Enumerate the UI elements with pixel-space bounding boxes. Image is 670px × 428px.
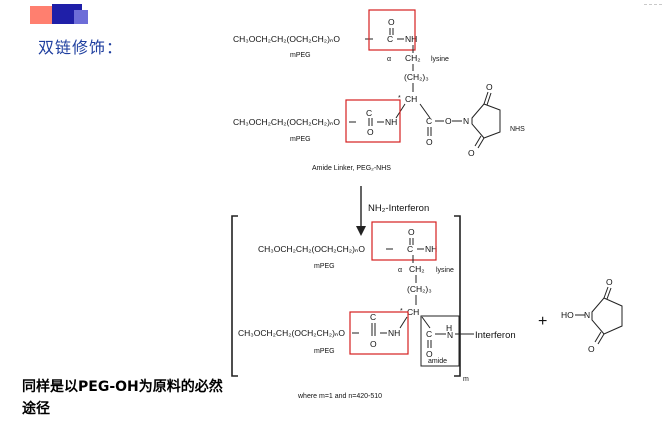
ch-label-2: CH bbox=[407, 307, 419, 317]
product-bracket-left bbox=[231, 215, 238, 377]
decorative-squares bbox=[30, 4, 90, 28]
nhs-n: N bbox=[463, 116, 469, 126]
reagent-caption: Amide Linker, PEG₂-NHS bbox=[312, 165, 391, 172]
red-box-carbamate-3 bbox=[371, 221, 437, 261]
top-right-dash bbox=[644, 4, 662, 7]
reagent-nhs-ester: C O O N O O NHS bbox=[426, 82, 525, 158]
nhs-carbonyl-o-top: O bbox=[486, 82, 493, 92]
nhs-label: NHS bbox=[510, 126, 525, 133]
product-lysine-backbone: α CH₂ lysine (CH₂)₃ * CH bbox=[398, 255, 454, 329]
amide-carbonyl-o: O bbox=[426, 349, 433, 359]
ch2-label-2: CH₂ bbox=[409, 264, 425, 274]
carbamate-c-top: C bbox=[387, 34, 393, 44]
byproduct-nhs: HO N O O bbox=[561, 277, 623, 354]
mpeg-label-4: mPEG bbox=[314, 348, 335, 355]
amide-label: amide bbox=[428, 358, 447, 365]
nh-3: NH bbox=[425, 244, 437, 254]
chain-formula-2: CH₃OCH₂CH₂(OCH₂CH₂)ₙO bbox=[233, 117, 340, 127]
reagent-lysine-backbone: α CH₂ lysine (CH₂)₃ * CH bbox=[387, 45, 449, 119]
ester-c: C bbox=[426, 116, 432, 126]
carbamate-c-2: C bbox=[366, 108, 372, 118]
nh-top: NH bbox=[405, 34, 417, 44]
interferon-label: Interferon bbox=[475, 330, 516, 341]
carbamate-c-3: C bbox=[407, 244, 413, 254]
lysine-label-2: lysine bbox=[436, 267, 454, 274]
ch-label-1: CH bbox=[405, 94, 417, 104]
arrow-head bbox=[356, 226, 366, 236]
nh-4: NH bbox=[388, 328, 400, 338]
red-box-carbamate-2 bbox=[345, 99, 401, 143]
carbamate-c-4: C bbox=[370, 312, 376, 322]
side-chain-label-2: (CH₂)₃ bbox=[407, 284, 432, 294]
chain-formula-4: CH₃OCH₂CH₂(OCH₂CH₂)ₙO bbox=[238, 328, 345, 338]
nhs-carbonyl-o-bottom: O bbox=[468, 148, 475, 158]
carbonyl-o-2: O bbox=[367, 127, 374, 137]
alpha-label-1: α bbox=[387, 56, 391, 63]
subscript-m: m bbox=[463, 376, 469, 383]
byproduct-ring bbox=[591, 297, 623, 335]
byproduct-o-top: O bbox=[606, 277, 613, 287]
side-chain-label-1: (CH₂)₃ bbox=[404, 72, 429, 82]
amide-h: H bbox=[446, 323, 452, 333]
lysine-label-1: lysine bbox=[431, 56, 449, 63]
reagent-top-arm: CH₃OCH₂CH₂(OCH₂CH₂)ₙO O C NH mPEG bbox=[233, 9, 417, 59]
plus-sign: + bbox=[538, 313, 547, 330]
red-box-carbamate-4 bbox=[349, 311, 409, 355]
amide-c: C bbox=[426, 329, 432, 339]
slide-note: 同样是以PEG-OH为原料的必然途径 bbox=[22, 379, 223, 417]
byproduct-o-bottom: O bbox=[588, 344, 595, 354]
ch2-label-1: CH₂ bbox=[405, 53, 421, 63]
ester-carbonyl-o: O bbox=[426, 137, 433, 147]
carbonyl-o-4: O bbox=[370, 339, 377, 349]
nhs-ring bbox=[471, 103, 501, 139]
ho-label: HO bbox=[561, 310, 574, 320]
product-bracket-right bbox=[454, 215, 461, 377]
chain-formula-3: CH₃OCH₂CH₂(OCH₂CH₂)ₙO bbox=[258, 244, 365, 254]
product-top-arm: CH₃OCH₂CH₂(OCH₂CH₂)ₙO O C NH mPEG bbox=[258, 221, 437, 270]
ester-o: O bbox=[445, 116, 452, 126]
mpeg-label-1: mPEG bbox=[290, 52, 311, 59]
reagent-bottom-arm: CH₃OCH₂CH₂(OCH₂CH₂)ₙO O C NH mPEG bbox=[233, 99, 401, 143]
star-1: * bbox=[398, 95, 401, 102]
slide-heading: 双链修饰： bbox=[38, 38, 124, 57]
product-bottom-arm: CH₃OCH₂CH₂(OCH₂CH₂)ₙO C O NH mPEG bbox=[238, 311, 409, 355]
amide-box bbox=[420, 315, 460, 367]
nh-2: NH bbox=[385, 117, 397, 127]
decorative-square-violet bbox=[74, 10, 88, 24]
mpeg-label-2: mPEG bbox=[290, 136, 311, 143]
reaction-arrow: NH₂-Interferon bbox=[356, 186, 429, 236]
byproduct-n: N bbox=[584, 310, 590, 320]
product-amide-linkage: C O H N Interferon amide bbox=[420, 315, 516, 367]
carbonyl-o-3: O bbox=[408, 227, 415, 237]
mpeg-label-3: mPEG bbox=[314, 263, 335, 270]
red-box-carbamate-1 bbox=[368, 9, 416, 51]
arrow-reagent-label: NH₂-Interferon bbox=[368, 203, 429, 214]
carbonyl-o-top: O bbox=[388, 17, 395, 27]
where-caption: where m=1 and n=420-510 bbox=[297, 393, 382, 400]
alpha-label-2: α bbox=[398, 267, 402, 274]
chain-formula-top: CH₃OCH₂CH₂(OCH₂CH₂)ₙO bbox=[233, 34, 340, 44]
amide-n: N bbox=[447, 330, 453, 340]
